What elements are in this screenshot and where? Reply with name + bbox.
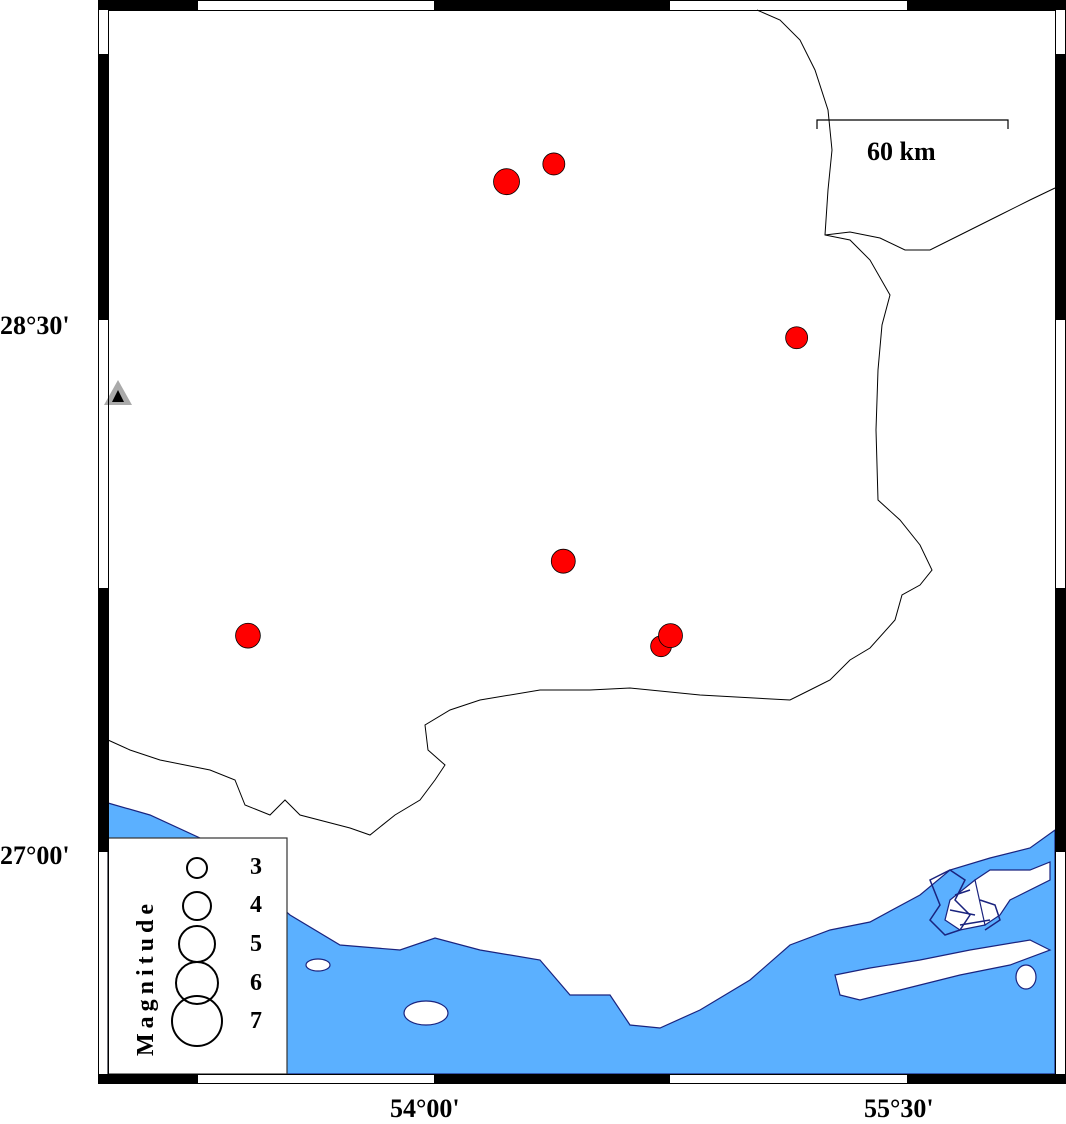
earthquake-event-marker[interactable] xyxy=(550,548,576,574)
legend-circle-4 xyxy=(182,891,212,921)
province-borders xyxy=(107,9,1056,836)
lat-label-28-30: 28°30' xyxy=(0,311,70,340)
legend-circle-6 xyxy=(175,961,219,1005)
legend-label-5: 5 xyxy=(250,931,262,957)
islands xyxy=(305,861,1052,1026)
scale-bar-label: 60 km xyxy=(867,137,936,166)
legend-label-4: 4 xyxy=(250,892,262,918)
lon-label-54-00: 54°00' xyxy=(390,1094,460,1123)
legend-box xyxy=(107,837,288,1075)
events-layer xyxy=(235,152,809,658)
legend-title: Magnitude xyxy=(133,898,159,1056)
earthquake-event-marker[interactable] xyxy=(785,326,809,350)
lon-label-55-30: 55°30' xyxy=(864,1094,934,1123)
triangle-station-icon[interactable] xyxy=(104,380,132,405)
legend-circle-7 xyxy=(171,995,223,1047)
map-frame xyxy=(98,0,1066,1084)
legend-label-3: 3 xyxy=(250,854,262,880)
legend-circle-3 xyxy=(186,857,208,879)
legend-label-6: 6 xyxy=(250,970,262,996)
earthquake-event-marker[interactable] xyxy=(493,168,520,196)
coast-detail xyxy=(929,869,1001,936)
legend-label-7: 7 xyxy=(250,1008,262,1034)
earthquake-event-marker[interactable] xyxy=(658,623,683,649)
earthquake-event-marker[interactable] xyxy=(235,622,261,649)
scale-bar xyxy=(816,119,1009,129)
sea-area xyxy=(107,802,1056,1075)
earthquake-event-marker[interactable] xyxy=(542,152,566,176)
lat-label-27-00: 27°00' xyxy=(0,841,70,870)
